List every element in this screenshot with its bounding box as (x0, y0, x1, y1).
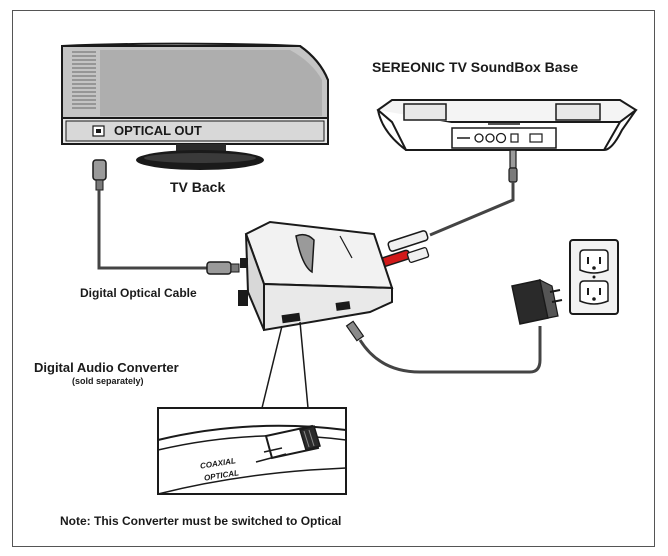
optical-cable (92, 159, 240, 275)
sold-separately-label: (sold separately) (72, 376, 144, 386)
soundbox-base (376, 99, 638, 151)
optical-cable-label: Digital Optical Cable (80, 286, 197, 300)
tv-back (61, 42, 329, 170)
digital-audio-converter (238, 220, 394, 332)
soundbox-base-label: SEREONIC TV SoundBox Base (372, 59, 579, 75)
optical-input-port (238, 290, 248, 306)
switch-knob (299, 425, 321, 451)
optical-out-label: OPTICAL OUT (114, 123, 202, 138)
switch-zoom-inset (157, 407, 347, 495)
note-text: Note: This Converter must be switched to… (60, 514, 342, 528)
vent-stripes (72, 51, 96, 109)
audio-cable (379, 149, 518, 268)
zoom-pointer-right (299, 321, 309, 409)
converter-switch (281, 312, 301, 324)
power-adapter (511, 278, 563, 325)
zoom-pointer-left (261, 325, 283, 409)
converter-label: Digital Audio Converter (34, 360, 179, 375)
tv-back-label: TV Back (170, 179, 226, 195)
wall-outlet (569, 239, 619, 315)
power-cable (345, 320, 542, 374)
